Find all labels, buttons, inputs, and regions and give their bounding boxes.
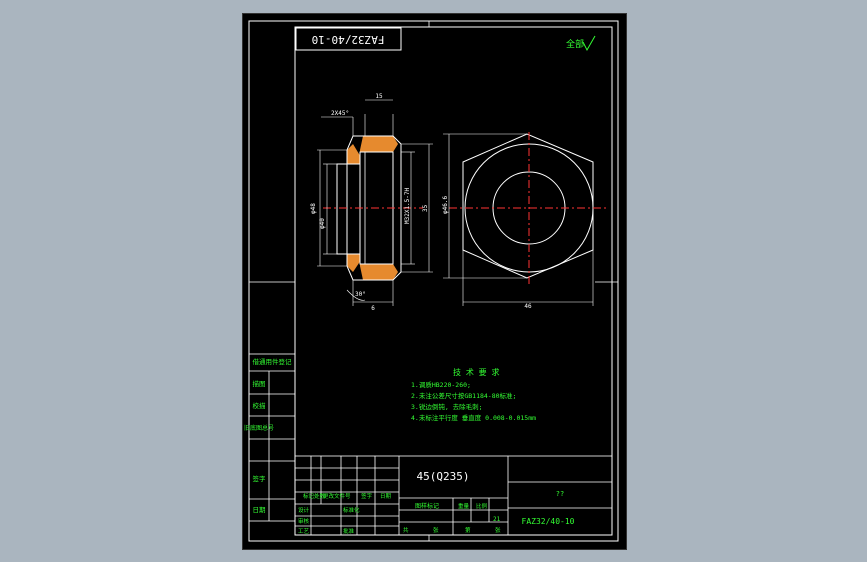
hex-view [449, 132, 609, 286]
title-block-label: 签字 [361, 492, 373, 500]
title-block-label: 标准化 [343, 506, 360, 514]
title-field: ?? [556, 490, 564, 498]
dim-dia-right: 35 [422, 204, 429, 212]
tech-note-line: 2.未注公差尺寸按GB1184-80标准; [411, 391, 516, 400]
tech-note-line: 1.调质HB220-260; [411, 380, 471, 389]
material-label: 45(Q235) [417, 470, 470, 483]
title-block-label: 标记 [303, 492, 315, 500]
side-table-row: 描图 [253, 379, 266, 388]
side-table-row: 旧底图总号 [244, 424, 274, 432]
title-block-label: 日期 [380, 493, 392, 500]
title-block-label: 处数 [314, 492, 326, 500]
title-block-label: 设计 [298, 506, 310, 514]
side-table-row: 日期 [253, 506, 267, 514]
drawing-canvas: FAZ32/40-10 全部 [244, 20, 619, 542]
dim-width-top: 15 [375, 93, 383, 100]
bottom-part-code: FAZ32/40-10 [522, 517, 575, 526]
title-block-label: 图样标记 [415, 502, 439, 510]
dim-thread: M32X1.5-7H [404, 187, 411, 224]
tech-notes-heading: 技 术 要 求 [453, 367, 499, 377]
title-block-label: 批准 [343, 527, 355, 535]
dim-chamfer: 2X45° [331, 110, 349, 117]
title-block-label: 共 [403, 526, 409, 534]
outer-frame [248, 20, 619, 542]
title-block-label: 工艺 [298, 528, 310, 535]
inner-frame [294, 26, 613, 536]
title-block-label: 张 [433, 526, 439, 534]
side-table-grid [248, 353, 296, 522]
title-block-grid [294, 455, 613, 536]
side-table-row: 签字 [253, 474, 267, 483]
roughness-symbol [582, 35, 596, 52]
side-table-row: 借通用件登记 [253, 357, 293, 366]
code-box [295, 27, 402, 51]
section-dimension-lines [317, 99, 433, 306]
title-block-label: 重量 [458, 502, 470, 510]
side-table-row: 校描 [253, 401, 267, 410]
technical-notes: 技 术 要 求 1.调质HB220-260; 2.未注公差尺寸按GB1184-8… [411, 367, 536, 422]
dim-width-bottom: 6 [371, 305, 375, 312]
title-block-label: 第 [465, 526, 471, 534]
dim-across-flats: 46 [524, 303, 532, 310]
tech-note-line: 4.未标注平行度 垂直度 0.008-0.015mm [411, 413, 536, 422]
dim-across-corners: φ46.6 [442, 196, 449, 214]
drawing-sheet: FAZ32/40-10 全部 [242, 13, 627, 550]
dim-dia-left-2: φ40 [319, 218, 326, 229]
hex-dimension-lines [443, 133, 594, 306]
scale-value: 21 [493, 516, 501, 523]
title-block-label: 张 [495, 526, 501, 534]
title-block-label: 更改文件号 [323, 492, 351, 500]
tech-note-line: 3.锐边倒钝, 去除毛刺; [411, 402, 483, 411]
title-block-label: 比例 [476, 502, 488, 510]
part-code-rotated: FAZ32/40-10 [312, 33, 385, 46]
dim-angle: 30° [355, 291, 366, 298]
dim-dia-left-1: φ48 [310, 203, 317, 214]
title-block-label: 审核 [298, 517, 310, 525]
section-view [323, 135, 423, 281]
roughness-label: 全部 [566, 38, 584, 50]
